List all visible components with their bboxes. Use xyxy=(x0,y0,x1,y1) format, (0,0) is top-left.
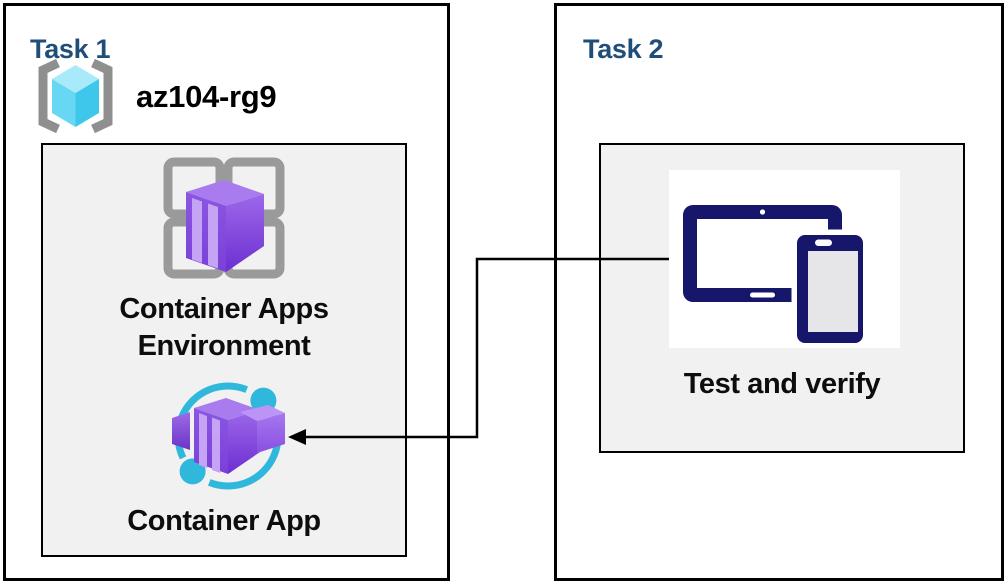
resource-group-icon xyxy=(38,58,113,134)
devices-icon-plate xyxy=(669,170,900,348)
tablet-home-bar xyxy=(750,292,775,298)
tablet-camera-dot xyxy=(759,209,766,215)
container-apps-environment-label: Container Apps Environment xyxy=(119,293,329,362)
container-apps-environment-icon xyxy=(163,157,285,279)
tablet-and-phone-icon xyxy=(683,205,869,348)
task1-title: Task 1 xyxy=(30,34,111,65)
phone-screen xyxy=(808,251,858,332)
phone-icon xyxy=(791,229,869,348)
container-app-label: Container App xyxy=(127,505,321,537)
resource-group-name: az104-rg9 xyxy=(136,79,277,114)
task2-title: Task 2 xyxy=(583,34,664,65)
phone-speaker xyxy=(815,239,832,246)
container-app-icon xyxy=(172,382,285,490)
test-and-verify-label: Test and verify xyxy=(683,368,881,400)
